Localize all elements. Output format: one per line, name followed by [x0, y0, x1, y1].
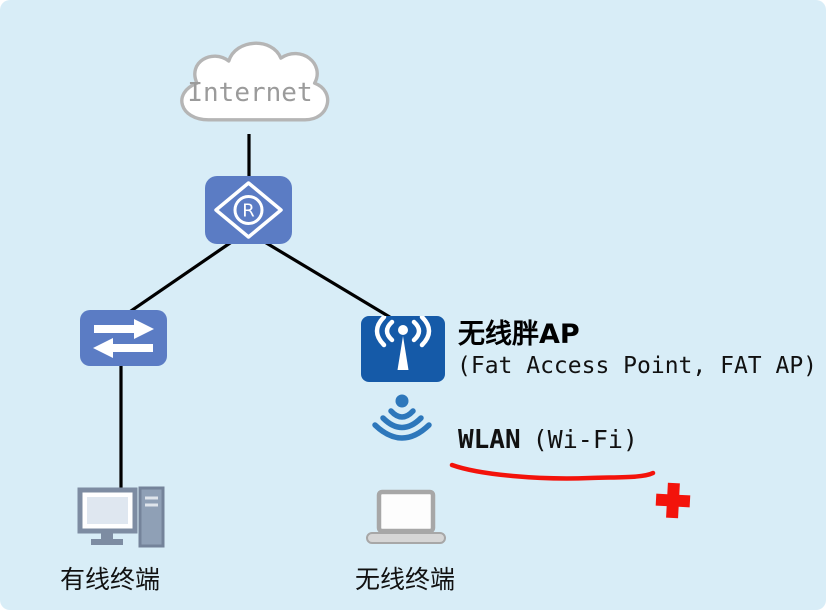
- link-router-switch: [124, 239, 234, 317]
- ap-subtitle: (Fat Access Point, FAT AP): [457, 353, 818, 379]
- router-symbol: R: [214, 181, 283, 239]
- internet-label: Internet: [187, 78, 313, 108]
- wireless-ap-icon: [361, 316, 445, 382]
- ap-antenna-symbol: [374, 316, 432, 370]
- switch-icon: [80, 310, 167, 366]
- laptop-icon: [362, 489, 450, 547]
- red-underline-annotation: [449, 462, 656, 481]
- monitor-stand: [101, 531, 113, 539]
- wifi-signal-icon: [369, 392, 435, 454]
- internet-cloud: Internet: [168, 34, 332, 142]
- monitor-base: [91, 539, 123, 545]
- pc-tower: [138, 486, 165, 548]
- red-cross-icon: [654, 480, 692, 520]
- cloud-icon: [180, 41, 330, 122]
- laptop-base: [366, 532, 446, 544]
- wired-terminal-label: 有线终端: [59, 565, 160, 594]
- link-router-ap: [262, 239, 399, 324]
- router-badge-letter: R: [242, 201, 255, 222]
- laptop-screen: [376, 489, 436, 534]
- laptop-symbol: [366, 489, 446, 544]
- desktop-icon: [76, 486, 166, 554]
- antenna-dot: [398, 325, 408, 335]
- desktop-pc-symbol: [77, 486, 165, 548]
- wireless-terminal-label: 无线终端: [354, 565, 455, 594]
- router-badge-circle: [233, 195, 264, 225]
- wifi-waves: [372, 394, 432, 441]
- ap-title: 无线胖AP: [458, 319, 580, 350]
- switch-arrows: [93, 319, 154, 358]
- wlan-label-bold: WLAN: [458, 425, 521, 455]
- monitor-screen: [87, 497, 128, 524]
- router-icon: R: [205, 176, 292, 244]
- wlan-label-rest: (Wi-Fi): [532, 425, 638, 454]
- antenna-mast: [397, 336, 409, 370]
- red-cross-shape: [655, 482, 691, 519]
- wlan-label: WLAN (Wi-Fi): [458, 425, 638, 455]
- router-diamond: [214, 181, 283, 239]
